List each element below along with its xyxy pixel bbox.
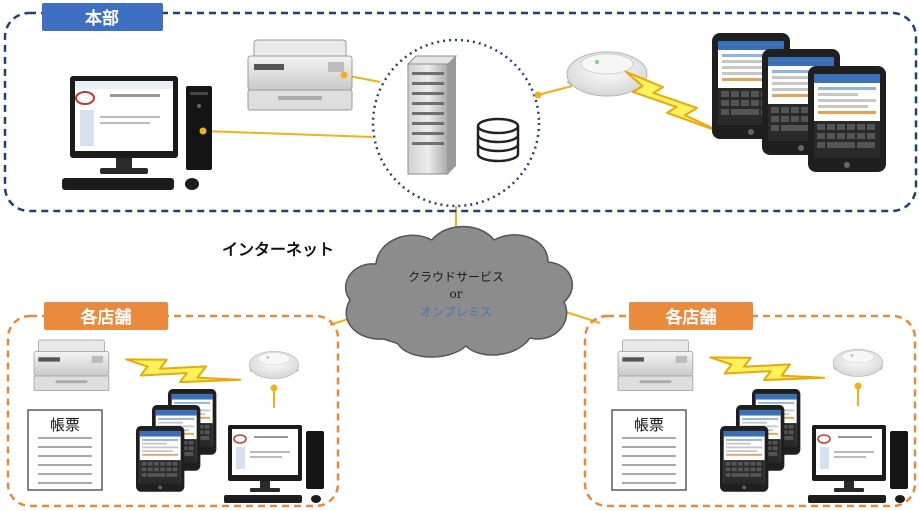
hq-printer <box>247 39 353 111</box>
cloud-service-label: クラウドサービス <box>408 270 504 284</box>
cloud-or-label: or <box>450 287 463 301</box>
wifi-bolt-icon <box>709 341 826 395</box>
store-label: 各店舗 <box>665 307 717 328</box>
store-tablet-3 <box>136 426 185 492</box>
connector-dot <box>340 71 348 79</box>
store-desktop-pc <box>807 424 909 504</box>
store-tablet-3 <box>720 426 769 492</box>
store-region-right: 各店舗 帳票 <box>583 302 917 508</box>
store-access-point <box>832 348 884 377</box>
hq-tablet-3 <box>808 66 886 172</box>
internet-label: インターネット <box>222 240 334 259</box>
store-label: 各店舗 <box>80 307 132 328</box>
form-label: 帳票 <box>634 416 664 434</box>
store-printer <box>617 339 694 391</box>
wifi-bolt-icon <box>125 343 242 397</box>
store-tag-bg <box>44 302 168 330</box>
form-label: 帳票 <box>50 416 80 434</box>
connector-dot <box>199 127 207 135</box>
link-pc-server <box>202 130 373 138</box>
on-premise-label: オンプレミス <box>420 305 492 319</box>
connector-dot <box>270 384 278 392</box>
hq-access-point <box>566 51 648 97</box>
link-store-right <box>565 311 601 324</box>
store-desktop-pc <box>223 424 325 504</box>
store-printer <box>33 339 110 391</box>
server-group <box>371 38 541 208</box>
store-region-left: 各店舗 帳票 <box>6 302 340 508</box>
store-access-point <box>248 350 300 379</box>
headquarters-label: 本部 <box>85 8 119 29</box>
hq-desktop-pc <box>61 75 213 191</box>
store-tag-bg <box>629 302 753 330</box>
link-server-ap <box>537 85 573 96</box>
headquarters-region: 本部 <box>3 3 918 213</box>
connector-dot <box>534 91 542 99</box>
headquarters-tag-bg <box>42 3 163 31</box>
database-icon <box>476 117 520 163</box>
server-rack-icon <box>406 55 458 175</box>
connector-dot <box>854 382 862 390</box>
cloud <box>344 225 574 358</box>
